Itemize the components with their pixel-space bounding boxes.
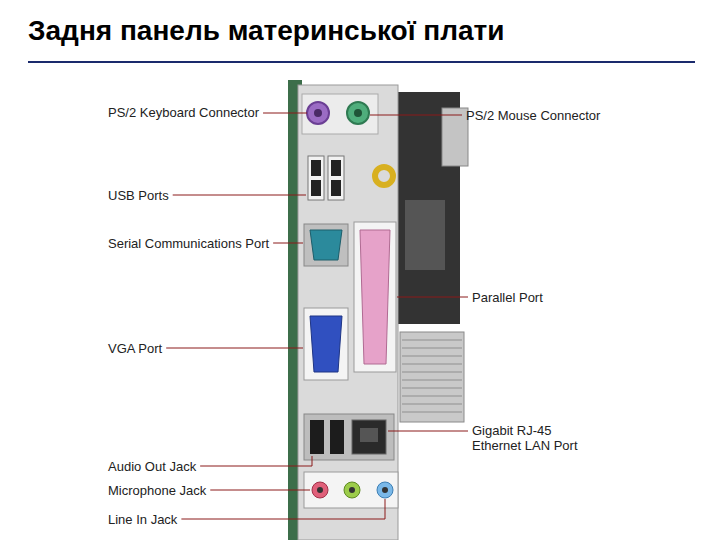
leader-line: [173, 195, 306, 196]
part-label: PS/2 Mouse Connector: [466, 108, 600, 123]
part-label: Parallel Port: [472, 290, 543, 305]
leader-line: [370, 115, 462, 116]
board-parts: [288, 80, 468, 540]
leader-line: [273, 243, 303, 244]
part-label: Line In Jack: [108, 512, 177, 527]
leader-line: [166, 348, 303, 349]
part-label: Gigabit RJ-45 Ethernet LAN Port: [472, 423, 594, 453]
parallel-port: [354, 222, 396, 372]
usb-top: [308, 156, 344, 200]
leader-line: [181, 499, 385, 519]
part-label: USB Ports: [108, 188, 169, 203]
leader-line: [263, 113, 307, 114]
audio-jacks: [304, 472, 398, 508]
leader-line: [397, 297, 468, 298]
leader-line: [200, 456, 312, 466]
part-label: Serial Communications Port: [108, 236, 269, 251]
serial-port: [304, 224, 348, 266]
ps2-ports: [302, 94, 378, 134]
part-label: PS/2 Keyboard Connector: [108, 105, 259, 120]
leader-line: [388, 431, 468, 432]
title-rule: [28, 61, 695, 63]
part-label: VGA Port: [108, 341, 162, 356]
part-label: Audio Out Jack: [108, 459, 196, 474]
usb-lan-block: [304, 414, 394, 460]
vga-port: [304, 308, 348, 380]
leader-line: [210, 490, 310, 491]
slide-title: Задня панель материнської плати: [28, 14, 504, 48]
part-label: Microphone Jack: [108, 483, 206, 498]
